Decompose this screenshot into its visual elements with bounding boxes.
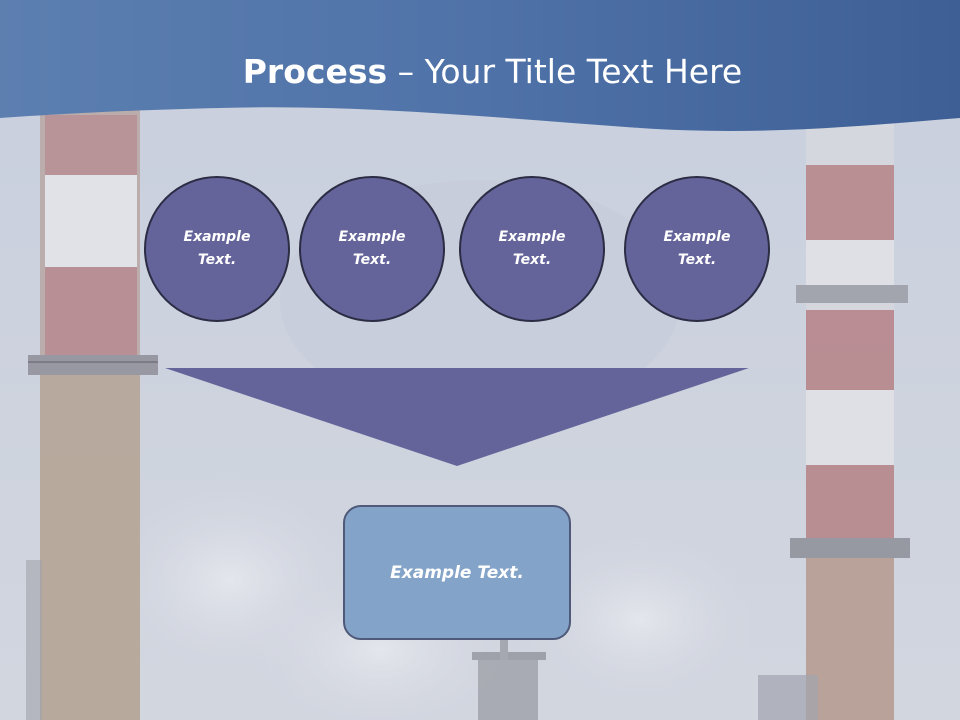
result-label: Example Text. <box>390 562 524 583</box>
process-circle-2: Example Text. <box>299 176 445 322</box>
circle-label: Example Text. <box>338 229 406 268</box>
funnel-arrow <box>165 368 749 466</box>
circle-label: Example Text. <box>498 229 566 268</box>
circle-label: Example Text. <box>663 229 731 268</box>
circle-label: Example Text. <box>183 229 251 268</box>
process-circle-1: Example Text. <box>144 176 290 322</box>
right-chimney <box>758 120 910 720</box>
header-band <box>0 0 960 131</box>
process-circle-4: Example Text. <box>624 176 770 322</box>
title-rest: – Your Title Text Here <box>387 52 743 91</box>
page-title: Process – Your Title Text Here <box>0 52 960 91</box>
title-bold: Process <box>242 52 388 91</box>
left-chimney <box>26 110 158 720</box>
industrial-structure <box>472 630 546 720</box>
result-box: Example Text. <box>343 505 571 640</box>
process-circle-3: Example Text. <box>459 176 605 322</box>
